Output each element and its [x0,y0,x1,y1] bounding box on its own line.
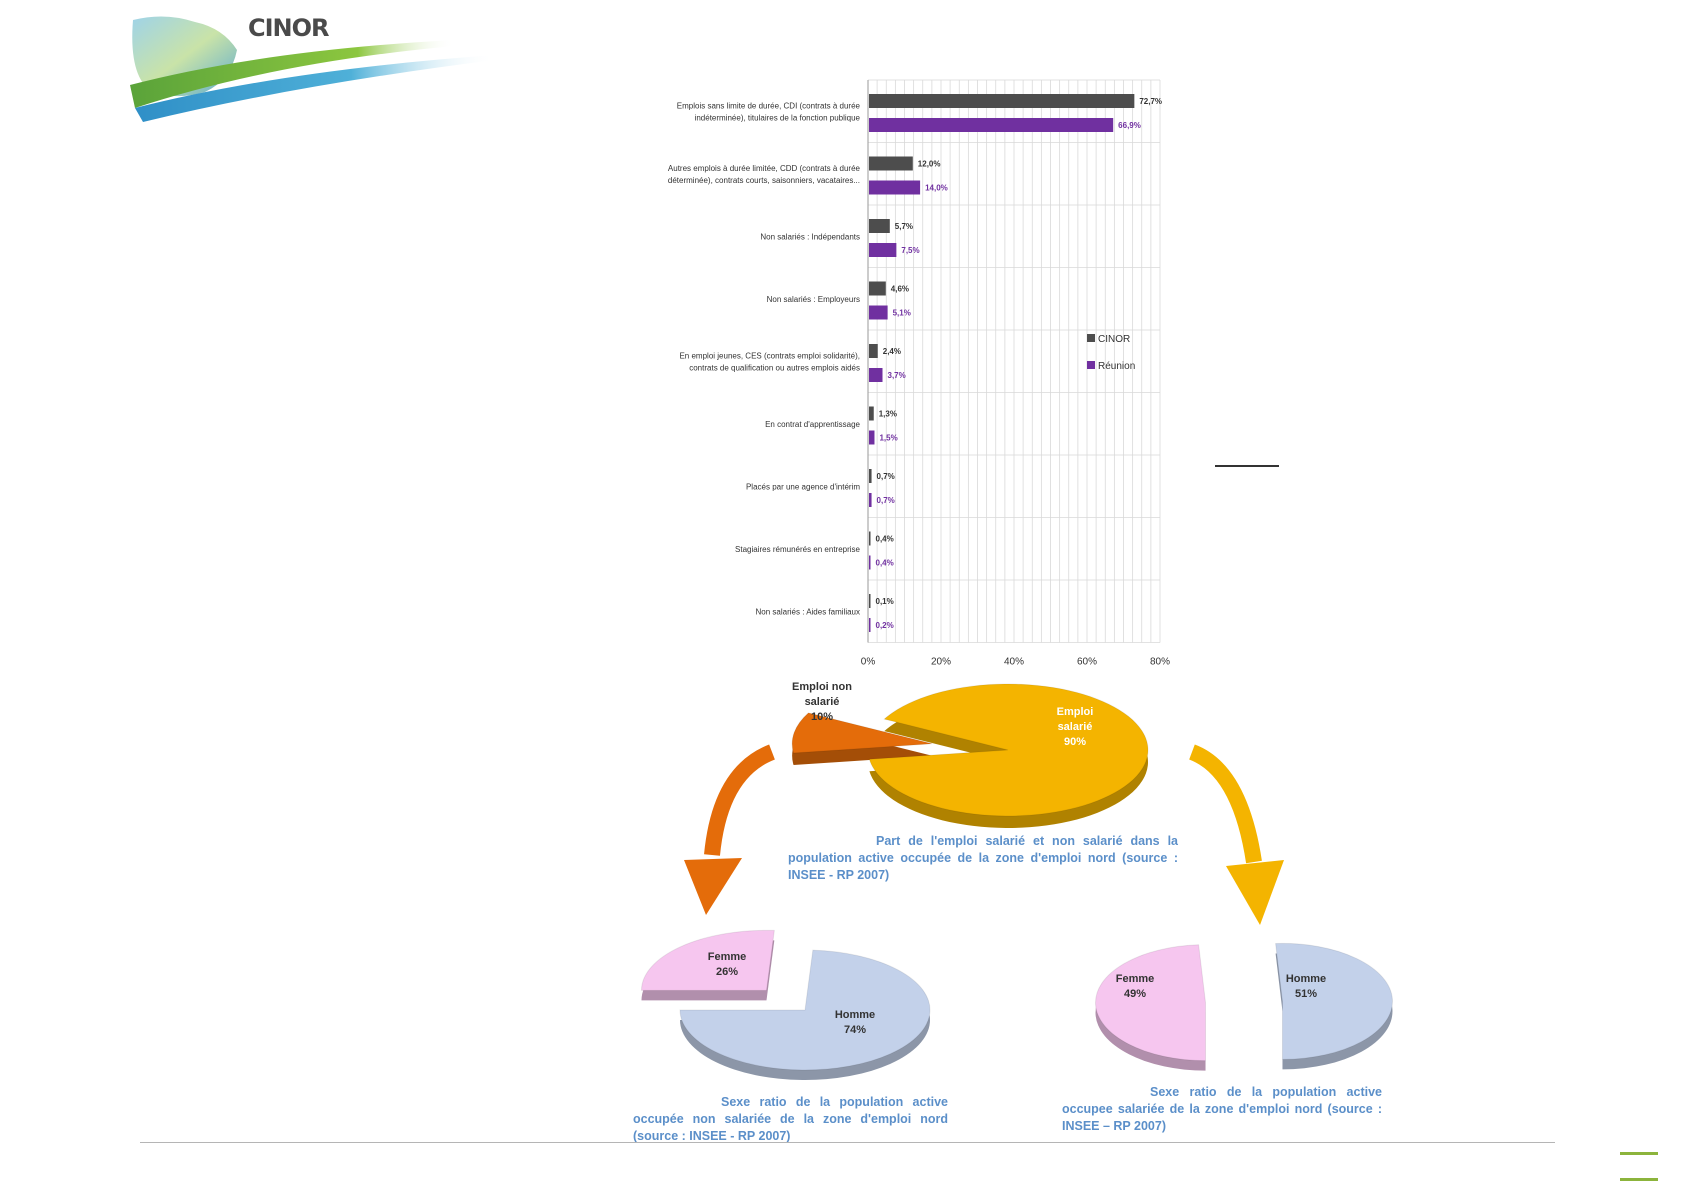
category-label: Emplois sans limite de durée, CDI (contr… [677,101,861,122]
decorative-line [1215,465,1279,467]
pie-slice [1275,942,1394,1060]
category-label: Non salariés : Aides familiaux [756,607,861,616]
data-label: 0,2% [876,621,894,630]
footer-divider [140,1142,1555,1143]
bar-réunion [869,368,883,382]
category-label: Non salariés : Employeurs [767,295,860,304]
pie-slice [791,712,933,754]
data-label: 0,4% [876,535,894,544]
bar-cinor [869,156,913,171]
data-label: 5,7% [895,222,913,231]
pie-slice [868,683,1149,817]
bar-cinor [869,281,886,296]
data-label: 72,7% [1139,97,1162,106]
corner-mark-bottom [1620,1178,1658,1181]
category-label: Placés par une agence d'intérim [746,482,860,491]
bar-chart-bars [869,94,1135,632]
pie-slice [679,949,931,1071]
category-label: En emploi jeunes, CES (contrats emploi s… [679,351,860,372]
bar-réunion [869,243,897,257]
bar-cinor [869,531,871,546]
data-label: 1,5% [879,434,897,443]
data-label: 0,7% [877,472,895,481]
caption-main-pie: Part de l'emploi salarié et non salarié … [788,834,1178,882]
data-label: 1,3% [879,410,897,419]
arrow-right-icon [1188,744,1284,925]
bar-cinor [869,94,1135,108]
arrow-left-icon [684,744,776,915]
data-label: 7,5% [901,246,919,255]
caption-left-pie: Sexe ratio de la population active occup… [633,1095,948,1143]
caption-right-pie: Sexe ratio de la population active occup… [1062,1085,1382,1133]
bar-réunion [869,555,871,570]
legend-label: Réunion [1098,361,1135,372]
logo-text: CINOR [248,14,330,42]
x-tick-label: 60% [1077,657,1097,668]
bar-cinor [869,469,872,483]
bar-cinor [869,344,878,358]
x-tick-label: 80% [1150,657,1170,668]
x-tick-label: 20% [931,657,951,668]
bar-chart-legend: CINOR Réunion [1087,334,1135,372]
category-label: Non salariés : Indépendants [760,232,860,241]
data-label: 12,0% [918,160,941,169]
data-label: 2,4% [883,347,901,356]
legend-swatch [1087,361,1095,369]
cinor-logo [130,16,495,122]
corner-mark-top [1620,1152,1658,1155]
data-label: 66,9% [1118,121,1141,130]
data-label: 0,4% [876,559,894,568]
bar-réunion [869,118,1114,132]
data-label: 5,1% [893,309,911,318]
pie-slice [1094,944,1207,1062]
data-label: 3,7% [888,371,906,380]
pie-slice [640,929,775,991]
employment-status-bar-chart: Emplois sans limite de durée, CDI (contr… [668,79,1170,668]
legend-swatch [1087,334,1095,342]
data-label: 0,1% [876,597,894,606]
legend-label: CINOR [1098,334,1130,345]
data-label: 0,7% [877,496,895,505]
bar-réunion [869,493,872,507]
bar-chart-grid [867,79,1161,643]
data-label: 4,6% [891,285,909,294]
x-tick-label: 0% [861,657,876,668]
bar-cinor [869,219,890,233]
bar-chart-labels: Emplois sans limite de durée, CDI (contr… [668,97,1170,668]
bar-réunion [869,430,875,445]
bar-réunion [869,618,871,632]
bar-cinor [869,406,874,421]
category-label: Stagiaires rémunérés en entreprise [735,545,861,554]
bar-réunion [869,180,921,195]
category-label: En contrat d'apprentissage [765,420,860,429]
category-label: Autres emplois à durée limitée, CDD (con… [668,164,861,185]
x-tick-label: 40% [1004,657,1024,668]
bar-réunion [869,305,888,320]
bar-cinor [869,594,871,608]
data-label: 14,0% [925,184,948,193]
